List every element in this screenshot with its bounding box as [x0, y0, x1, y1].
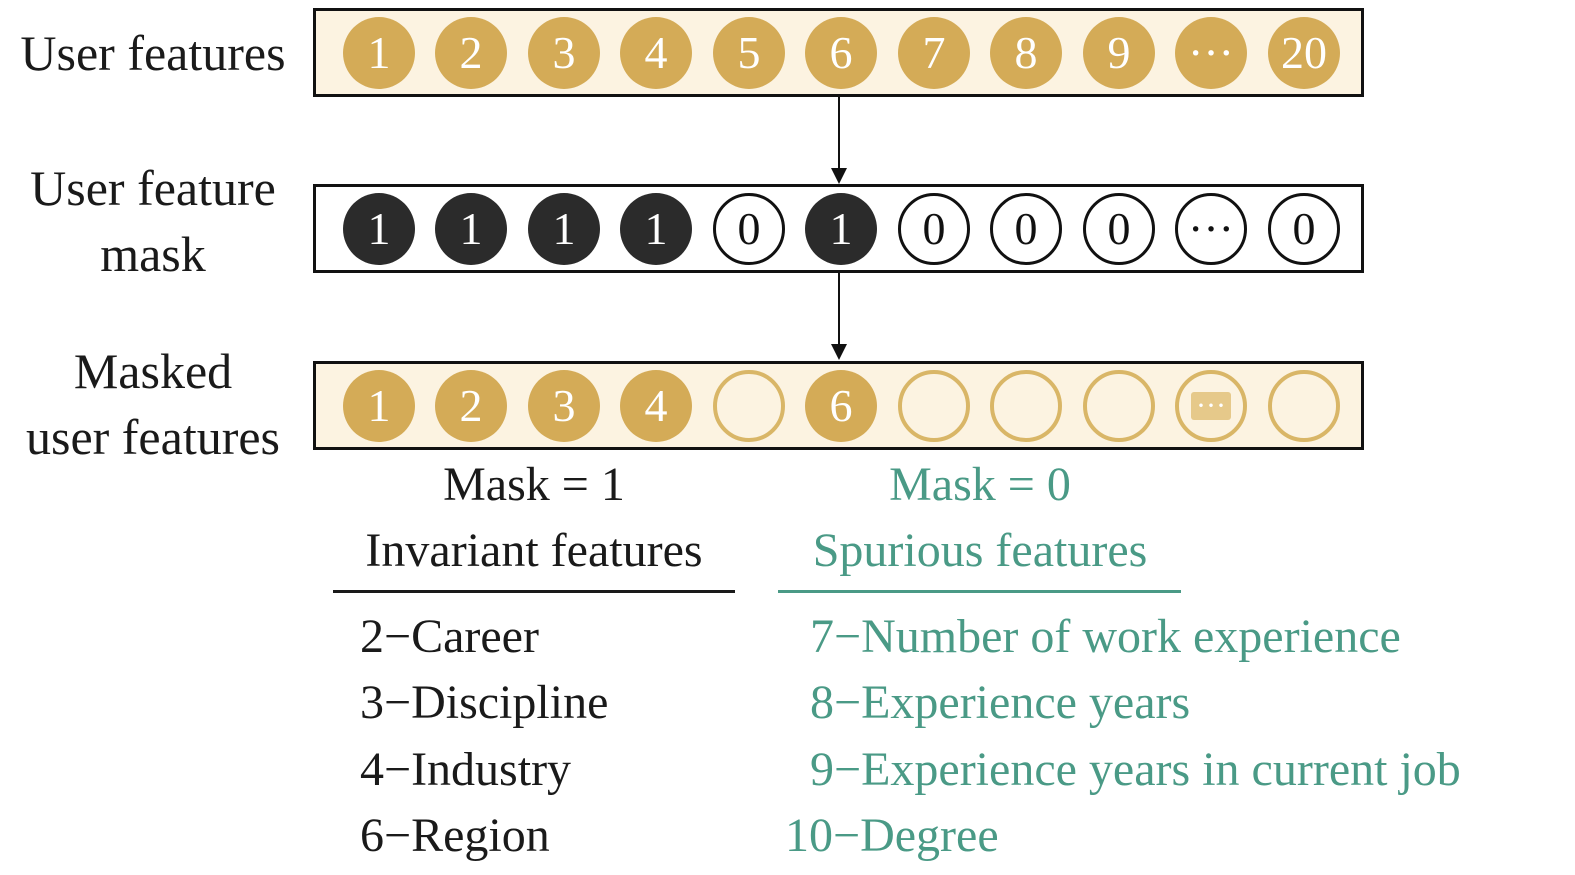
spurious-item: 7−Number of work experience	[810, 610, 1401, 663]
spurious-item: 8−Experience years	[810, 676, 1191, 729]
masked-node-empty	[1083, 370, 1155, 442]
invariant-item: 4−Industry	[360, 743, 572, 796]
mask-node-5: 0	[713, 193, 785, 265]
mask-node-7: 0	[898, 193, 970, 265]
mask-node-8: 0	[990, 193, 1062, 265]
spurious-item: 10−Degree	[785, 809, 999, 862]
ellipsis-box: ···	[1191, 391, 1231, 421]
feature-node-5: 5	[713, 17, 785, 89]
feature-node-3: 3	[528, 17, 600, 89]
mask-node-4: 1	[620, 193, 692, 265]
mask-node-3: 1	[528, 193, 600, 265]
feature-node-9: 9	[1083, 17, 1155, 89]
masked-node-3: 3	[528, 370, 600, 442]
masked-node-empty	[1268, 370, 1340, 442]
feature-node-1: 1	[343, 17, 415, 89]
mask-node-1: 1	[343, 193, 415, 265]
masked-node-6: 6	[805, 370, 877, 442]
feature-node-2: 2	[435, 17, 507, 89]
spurious-mask-header: Mask = 0	[889, 458, 1071, 511]
spurious-underline	[778, 590, 1181, 593]
arrow-features-to-mask	[838, 97, 840, 169]
label-user-feature-mask: User feature mask	[0, 155, 306, 287]
feature-node-4: 4	[620, 17, 692, 89]
invariant-item: 2−Career	[360, 610, 539, 663]
invariant-item: 3−Discipline	[360, 676, 609, 729]
label-user-feature-mask-line2: mask	[100, 226, 206, 282]
feature-node-7: 7	[898, 17, 970, 89]
arrow-head-features-to-mask	[831, 168, 847, 184]
masked-node-ellipsis: ···	[1175, 370, 1247, 442]
masked-node-empty	[990, 370, 1062, 442]
invariant-mask-header: Mask = 1	[443, 458, 625, 511]
feature-node-ellipsis: ···	[1175, 17, 1247, 89]
mask-node-9: 0	[1083, 193, 1155, 265]
masked-node-empty	[713, 370, 785, 442]
spurious-item: 9−Experience years in current job	[810, 743, 1461, 796]
mask-node-10: ···	[1175, 193, 1247, 265]
arrow-head-mask-to-masked	[831, 344, 847, 360]
label-masked-user-features: Masked user features	[0, 338, 306, 470]
masked-node-4: 4	[620, 370, 692, 442]
masked-node-1: 1	[343, 370, 415, 442]
label-user-features: User features	[20, 25, 286, 81]
invariant-item: 6−Region	[360, 809, 550, 862]
feature-node-8: 8	[990, 17, 1062, 89]
feature-node-6: 6	[805, 17, 877, 89]
label-masked-user-features-line2: user features	[25, 409, 281, 465]
label-masked-user-features-line1: Masked	[73, 343, 233, 399]
label-user-feature-mask-line1: User feature	[30, 160, 276, 216]
invariant-underline	[333, 590, 735, 593]
feature-node-20: 20	[1268, 17, 1340, 89]
invariant-title: Invariant features	[365, 524, 703, 577]
masked-node-2: 2	[435, 370, 507, 442]
arrow-mask-to-masked	[838, 273, 840, 345]
mask-node-6: 1	[805, 193, 877, 265]
masked-node-empty	[898, 370, 970, 442]
mask-node-11: 0	[1268, 193, 1340, 265]
mask-node-2: 1	[435, 193, 507, 265]
spurious-title: Spurious features	[812, 524, 1148, 577]
